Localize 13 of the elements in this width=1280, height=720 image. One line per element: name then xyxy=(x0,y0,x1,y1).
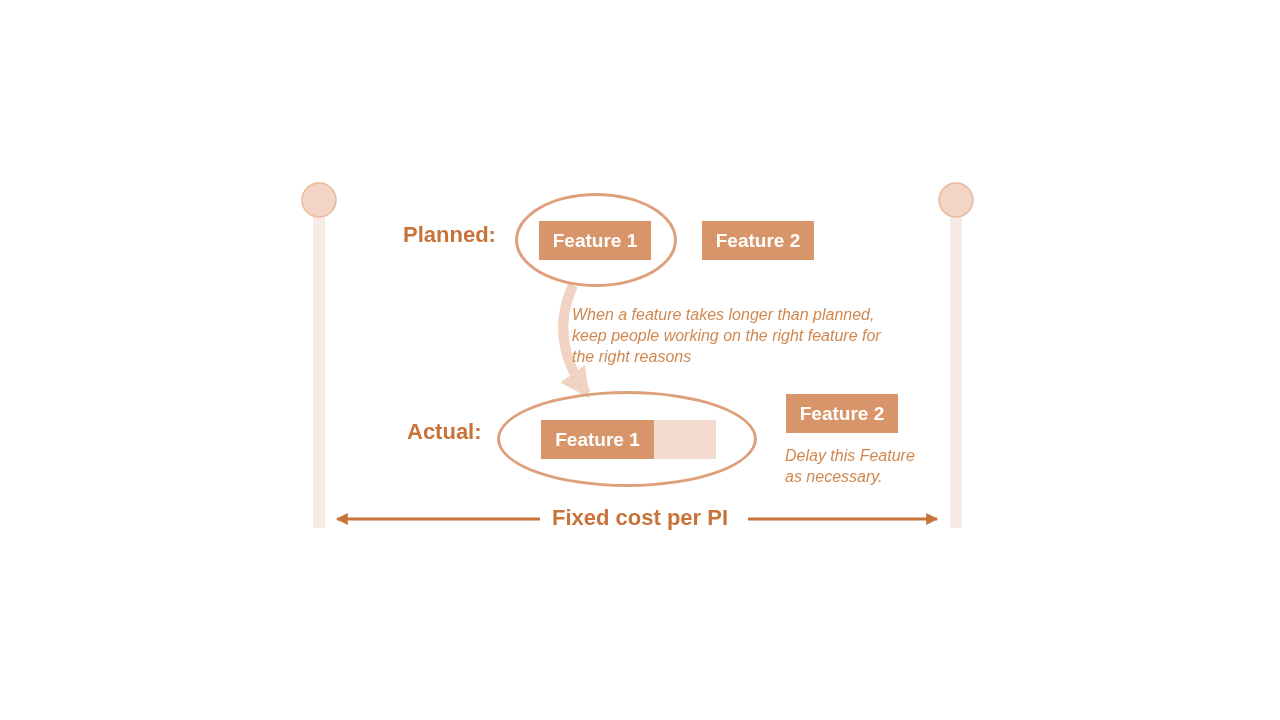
feature-box: Feature 1 xyxy=(541,420,654,459)
overrun-bar xyxy=(654,420,716,459)
row-label: Planned: xyxy=(403,222,496,248)
feature-box: Feature 2 xyxy=(786,394,898,433)
note-text: Delay this Feature as necessary. xyxy=(785,446,916,487)
highlight-ellipse xyxy=(515,193,677,287)
note-text: When a feature takes longer than planned, keep people working on the right feature for the right reasons xyxy=(572,305,882,367)
curved-arrow xyxy=(558,283,591,399)
feature-box: Feature 2 xyxy=(702,221,814,260)
feature-box: Feature 1 xyxy=(539,221,651,260)
highlight-ellipse xyxy=(497,391,757,487)
dimension-label: Fixed cost per PI xyxy=(552,505,729,531)
row-label: Actual: xyxy=(407,419,482,445)
